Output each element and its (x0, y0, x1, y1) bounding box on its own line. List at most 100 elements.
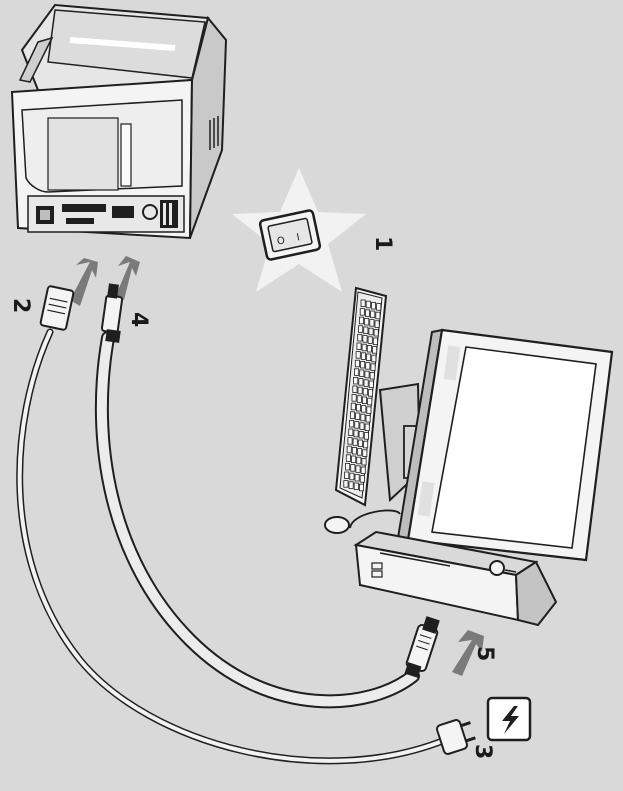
keyboard-key (366, 406, 372, 414)
mouse-icon (324, 509, 401, 534)
arrow-to-power-port (70, 258, 98, 306)
step-1-number: 1 (370, 236, 395, 251)
keyboard-key (358, 316, 364, 325)
keyboard-key (367, 389, 373, 397)
keyboard-key (355, 403, 361, 412)
keyboard-key (364, 317, 370, 326)
keyboard-key (368, 380, 374, 388)
keyboard-key (367, 397, 373, 406)
keyboard-key (353, 376, 359, 385)
keyboard-key (372, 337, 378, 345)
keyboard-key (355, 465, 361, 473)
keyboard-key (364, 370, 370, 379)
keyboard-key (369, 319, 375, 327)
switch-on-symbol: I (296, 232, 301, 243)
keyboard-key (353, 429, 359, 438)
keyboard-key (363, 440, 369, 449)
keyboard-key (347, 437, 353, 445)
keyboard-key (355, 412, 361, 420)
keyboard-key (371, 354, 377, 363)
keyboard-key (370, 363, 376, 371)
step-5-number: 5 (472, 646, 497, 661)
keyboard-key (360, 413, 366, 422)
wall-plug-icon (435, 719, 476, 755)
keyboard-key (365, 362, 371, 370)
keyboard-key (359, 475, 365, 483)
keyboard-key (366, 344, 372, 353)
keyboard-key (366, 353, 372, 361)
keyboard-key (344, 471, 350, 479)
keyboard-icon (334, 286, 388, 507)
arrow-to-usb-port (116, 256, 140, 300)
keyboard-key (358, 325, 364, 333)
keyboard-key (360, 360, 366, 369)
keyboard-key (365, 414, 371, 423)
electrical-outlet-badge (486, 696, 532, 742)
keyboard-key (361, 396, 367, 404)
keyboard-key (375, 311, 381, 320)
keyboard-key (357, 439, 363, 447)
keyboard-key (359, 422, 365, 430)
keyboard-key (348, 428, 354, 436)
keyboard-key (356, 342, 362, 350)
keyboard-key (359, 369, 365, 377)
keyboard-key (360, 299, 366, 307)
keyboard-key (345, 462, 351, 471)
keyboard-key (360, 352, 366, 360)
keyboard-key (343, 480, 349, 488)
keyboard-key (349, 419, 355, 428)
keyboard-key (373, 328, 379, 337)
keyboard-key (374, 320, 380, 328)
keyboard-key (364, 423, 370, 431)
keyboard-key (376, 303, 382, 311)
arrow-to-computer-usb-port (452, 630, 484, 676)
keyboard-key (350, 464, 356, 472)
keyboard-key (363, 326, 369, 334)
keyboard-key (351, 394, 357, 402)
keyboard-key (359, 308, 365, 316)
power-connector-icon (39, 285, 75, 331)
keyboard-key (349, 472, 355, 481)
keyboard-key (365, 300, 371, 309)
keyboard-key (350, 402, 356, 411)
lightning-bolt-icon (502, 706, 519, 734)
keyboard-key (358, 378, 364, 386)
keyboard-key (351, 455, 357, 463)
keyboard-key (364, 309, 370, 317)
keyboard-key (357, 448, 363, 456)
keyboard-key (357, 333, 363, 342)
keyboard-key (370, 310, 376, 318)
keyboard-key (362, 387, 368, 396)
keyboard-key (358, 483, 364, 492)
keyboard-key (362, 449, 368, 457)
keyboard-key (360, 466, 366, 474)
keyboard-key (361, 343, 367, 352)
keyboard-key (363, 432, 369, 440)
keyboard-key (348, 481, 354, 489)
power-switch-star: O I (232, 168, 366, 292)
keyboard-key (349, 411, 355, 419)
keyboard-key (354, 421, 360, 429)
computer-usb-connector-icon (404, 616, 440, 678)
keyboard-key (354, 473, 360, 482)
keyboard-key (346, 445, 352, 454)
keyboard-key (358, 430, 364, 439)
usb-connector-icon (100, 283, 124, 343)
printer-icon (10, 3, 228, 240)
keyboard-key (351, 446, 357, 455)
keyboard-key (372, 346, 378, 354)
keyboard-key (352, 438, 358, 446)
keyboard-key (352, 385, 358, 393)
keyboard-key (369, 371, 375, 380)
keyboard-key (356, 456, 362, 465)
keyboard-key (345, 454, 351, 462)
keyboard-key (357, 386, 363, 395)
switch-off-symbol: O (276, 235, 286, 247)
desktop-computer-icon (353, 530, 558, 627)
monitor-icon (378, 328, 614, 562)
keyboard-key (355, 351, 361, 359)
keyboard-key (367, 336, 373, 344)
keyboard-key (354, 368, 360, 376)
